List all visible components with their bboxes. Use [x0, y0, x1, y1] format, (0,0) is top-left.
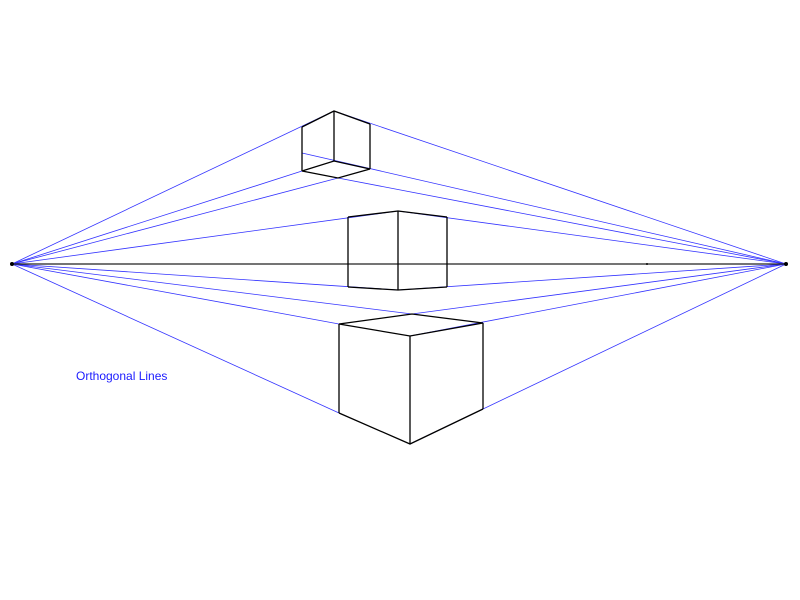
orthogonal-line	[11, 210, 399, 265]
orthogonal-line	[411, 263, 787, 315]
top-cube	[301, 110, 371, 179]
orthogonal-line	[11, 263, 340, 414]
orthogonal-line	[11, 110, 335, 265]
orthogonal-line	[301, 152, 787, 265]
orthogonal-line	[11, 177, 339, 265]
right-vanishing-point	[784, 262, 788, 266]
orthogonal-lines-label: Orthogonal Lines	[76, 369, 168, 383]
orthogonal-line	[11, 263, 399, 291]
middle-cube	[347, 210, 448, 291]
orthogonal-line	[409, 263, 787, 337]
orthogonal-line	[333, 110, 787, 265]
left-vanishing-point	[10, 262, 14, 266]
horizon-mark	[646, 263, 648, 265]
orthogonal-line	[337, 177, 787, 265]
orthogonal-lines	[11, 110, 787, 445]
orthogonal-line	[11, 263, 340, 325]
orthogonal-line	[397, 210, 787, 265]
orthogonal-line	[11, 263, 413, 315]
orthogonal-line	[11, 170, 303, 265]
orthogonal-line	[397, 263, 787, 291]
bottom-cube	[338, 313, 484, 445]
